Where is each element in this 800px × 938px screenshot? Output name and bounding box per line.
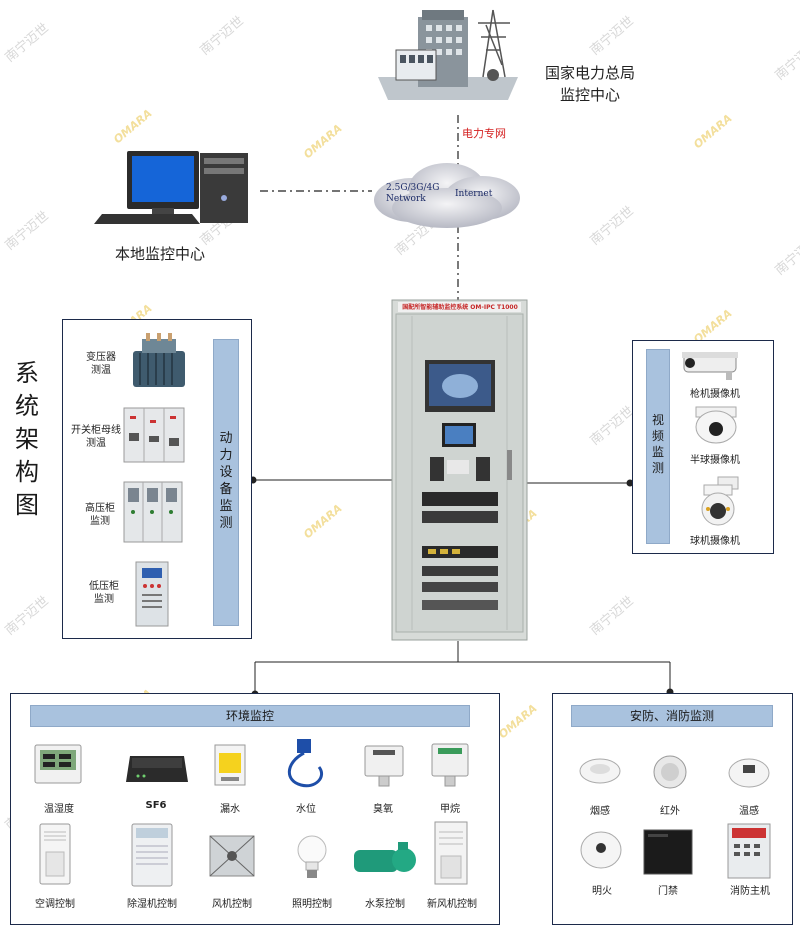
power-title-char: 测: [219, 516, 233, 531]
env-item-sf6: SF6: [145, 800, 167, 811]
fan-icon: [209, 835, 255, 877]
ozone-sensor-icon: [364, 745, 404, 787]
heat-detector-icon: [728, 758, 770, 788]
label-line: 测温: [91, 365, 111, 376]
cloud-network-line1: 2.5G/3G/4G: [386, 183, 440, 193]
label-line: 低压柜: [89, 581, 119, 592]
env-item-water-leak: 漏水: [220, 804, 240, 815]
methane-sensor-icon: [431, 743, 469, 787]
bullet-camera-icon: [682, 352, 738, 380]
label-line: 监测: [90, 516, 110, 527]
access-control-icon: [643, 829, 693, 875]
monitoring-cabinet-icon: [391, 299, 528, 641]
env-panel-title: 环境监控: [30, 705, 470, 727]
cloud-network-line2: Network: [386, 194, 426, 204]
power-panel-title-bar: 动 力 设 备 监 测: [213, 339, 239, 626]
dehumidifier-icon: [131, 823, 173, 887]
water-pump-icon: [354, 842, 416, 872]
flame-detector-icon: [580, 831, 622, 869]
computer-icon: [94, 151, 248, 224]
video-item-bullet-label: 枪机摄像机: [690, 389, 740, 400]
env-item-temp-humidity: 温湿度: [44, 804, 74, 815]
power-item-busbar-label: 开关柜母线测温: [64, 424, 128, 450]
security-item-heat: 温感: [739, 806, 759, 817]
hv-cabinet-icon: [123, 481, 183, 543]
national-center-label-line2: 监控中心: [559, 86, 620, 104]
lv-cabinet-icon: [135, 561, 169, 627]
env-item-ac-control: 空调控制: [35, 899, 75, 910]
security-panel-title: 安防、消防监测: [571, 705, 773, 727]
power-item-transformer-label: 变压器测温: [70, 351, 132, 377]
power-item-hv-label: 高压柜监测: [72, 502, 128, 528]
private-network-label: 电力专网: [462, 127, 506, 140]
power-title-char: 备: [219, 482, 233, 497]
air-conditioner-icon: [39, 823, 71, 885]
water-level-sensor-icon: [287, 739, 324, 788]
national-center-label: 国家电力总局 监控中心: [530, 62, 650, 106]
switchgear-icon: [123, 407, 185, 463]
cloud-icon: [374, 163, 520, 228]
video-panel-title-bar: 视 频 监 测: [646, 349, 670, 544]
video-title-char: 测: [651, 461, 664, 475]
power-title-char: 动: [219, 431, 233, 446]
environment-monitoring-panel: [10, 693, 500, 925]
local-center-label: 本地监控中心: [115, 245, 206, 263]
env-item-ozone: 臭氧: [373, 804, 393, 815]
transformer-icon: [133, 333, 185, 387]
fire-alarm-host-icon: [727, 823, 771, 879]
env-item-lighting-control: 照明控制: [292, 899, 332, 910]
env-item-methane: 甲烷: [440, 804, 460, 815]
infrared-sensor-icon: [653, 755, 687, 789]
ptz-camera-icon: [701, 476, 739, 526]
label-line: 测温: [86, 438, 106, 449]
power-title-char: 设: [219, 465, 233, 480]
env-item-dehumidifier-control: 除湿机控制: [127, 899, 177, 910]
temp-humidity-sensor-icon: [34, 744, 82, 784]
sf6-sensor-icon: [126, 756, 188, 782]
video-item-ptz-label: 球机摄像机: [690, 536, 740, 547]
cabinet-header-label: 国配所智能辅助监控系统 OM-IPC T1000: [402, 304, 518, 311]
env-item-pump-control: 水泵控制: [365, 899, 405, 910]
video-title-char: 频: [651, 429, 664, 443]
cloud-internet-label: Internet: [455, 189, 493, 199]
security-fire-panel: [552, 693, 793, 925]
power-building-icon: [378, 9, 518, 100]
light-bulb-icon: [297, 835, 327, 878]
video-title-char: 监: [651, 445, 664, 459]
label-line: 开关柜母线: [71, 425, 121, 436]
security-item-fire-host: 消防主机: [730, 886, 770, 897]
env-item-water-level: 水位: [296, 804, 316, 815]
label-line: 高压柜: [85, 503, 115, 514]
title-char: 系: [15, 359, 39, 387]
video-title-char: 视: [651, 413, 664, 427]
smoke-detector-icon: [579, 758, 621, 784]
title-char: 统: [15, 392, 39, 420]
fresh-air-unit-icon: [434, 821, 468, 885]
security-item-access: 门禁: [658, 886, 678, 897]
env-item-fan-control: 风机控制: [212, 899, 252, 910]
security-item-infrared: 红外: [660, 806, 680, 817]
security-item-smoke: 烟感: [590, 806, 610, 817]
label-line: 变压器: [86, 352, 116, 363]
cloud-network-label: 2.5G/3G/4G Network: [386, 183, 439, 205]
security-item-flame: 明火: [592, 886, 612, 897]
title-char: 构: [15, 458, 39, 486]
dome-camera-icon: [695, 406, 737, 444]
video-item-dome-label: 半球摄像机: [690, 455, 740, 466]
title-char: 架: [15, 425, 39, 453]
power-title-char: 监: [219, 499, 233, 514]
env-item-fresh-air-control: 新风机控制: [427, 899, 477, 910]
diagram-title: 系 统 架 构 图: [12, 357, 42, 522]
national-center-label-line1: 国家电力总局: [544, 64, 635, 82]
title-char: 图: [15, 491, 39, 519]
label-line: 监测: [94, 594, 114, 605]
power-item-lv-label: 低压柜监测: [78, 580, 130, 606]
power-title-char: 力: [219, 448, 233, 463]
water-leak-sensor-icon: [214, 744, 246, 786]
